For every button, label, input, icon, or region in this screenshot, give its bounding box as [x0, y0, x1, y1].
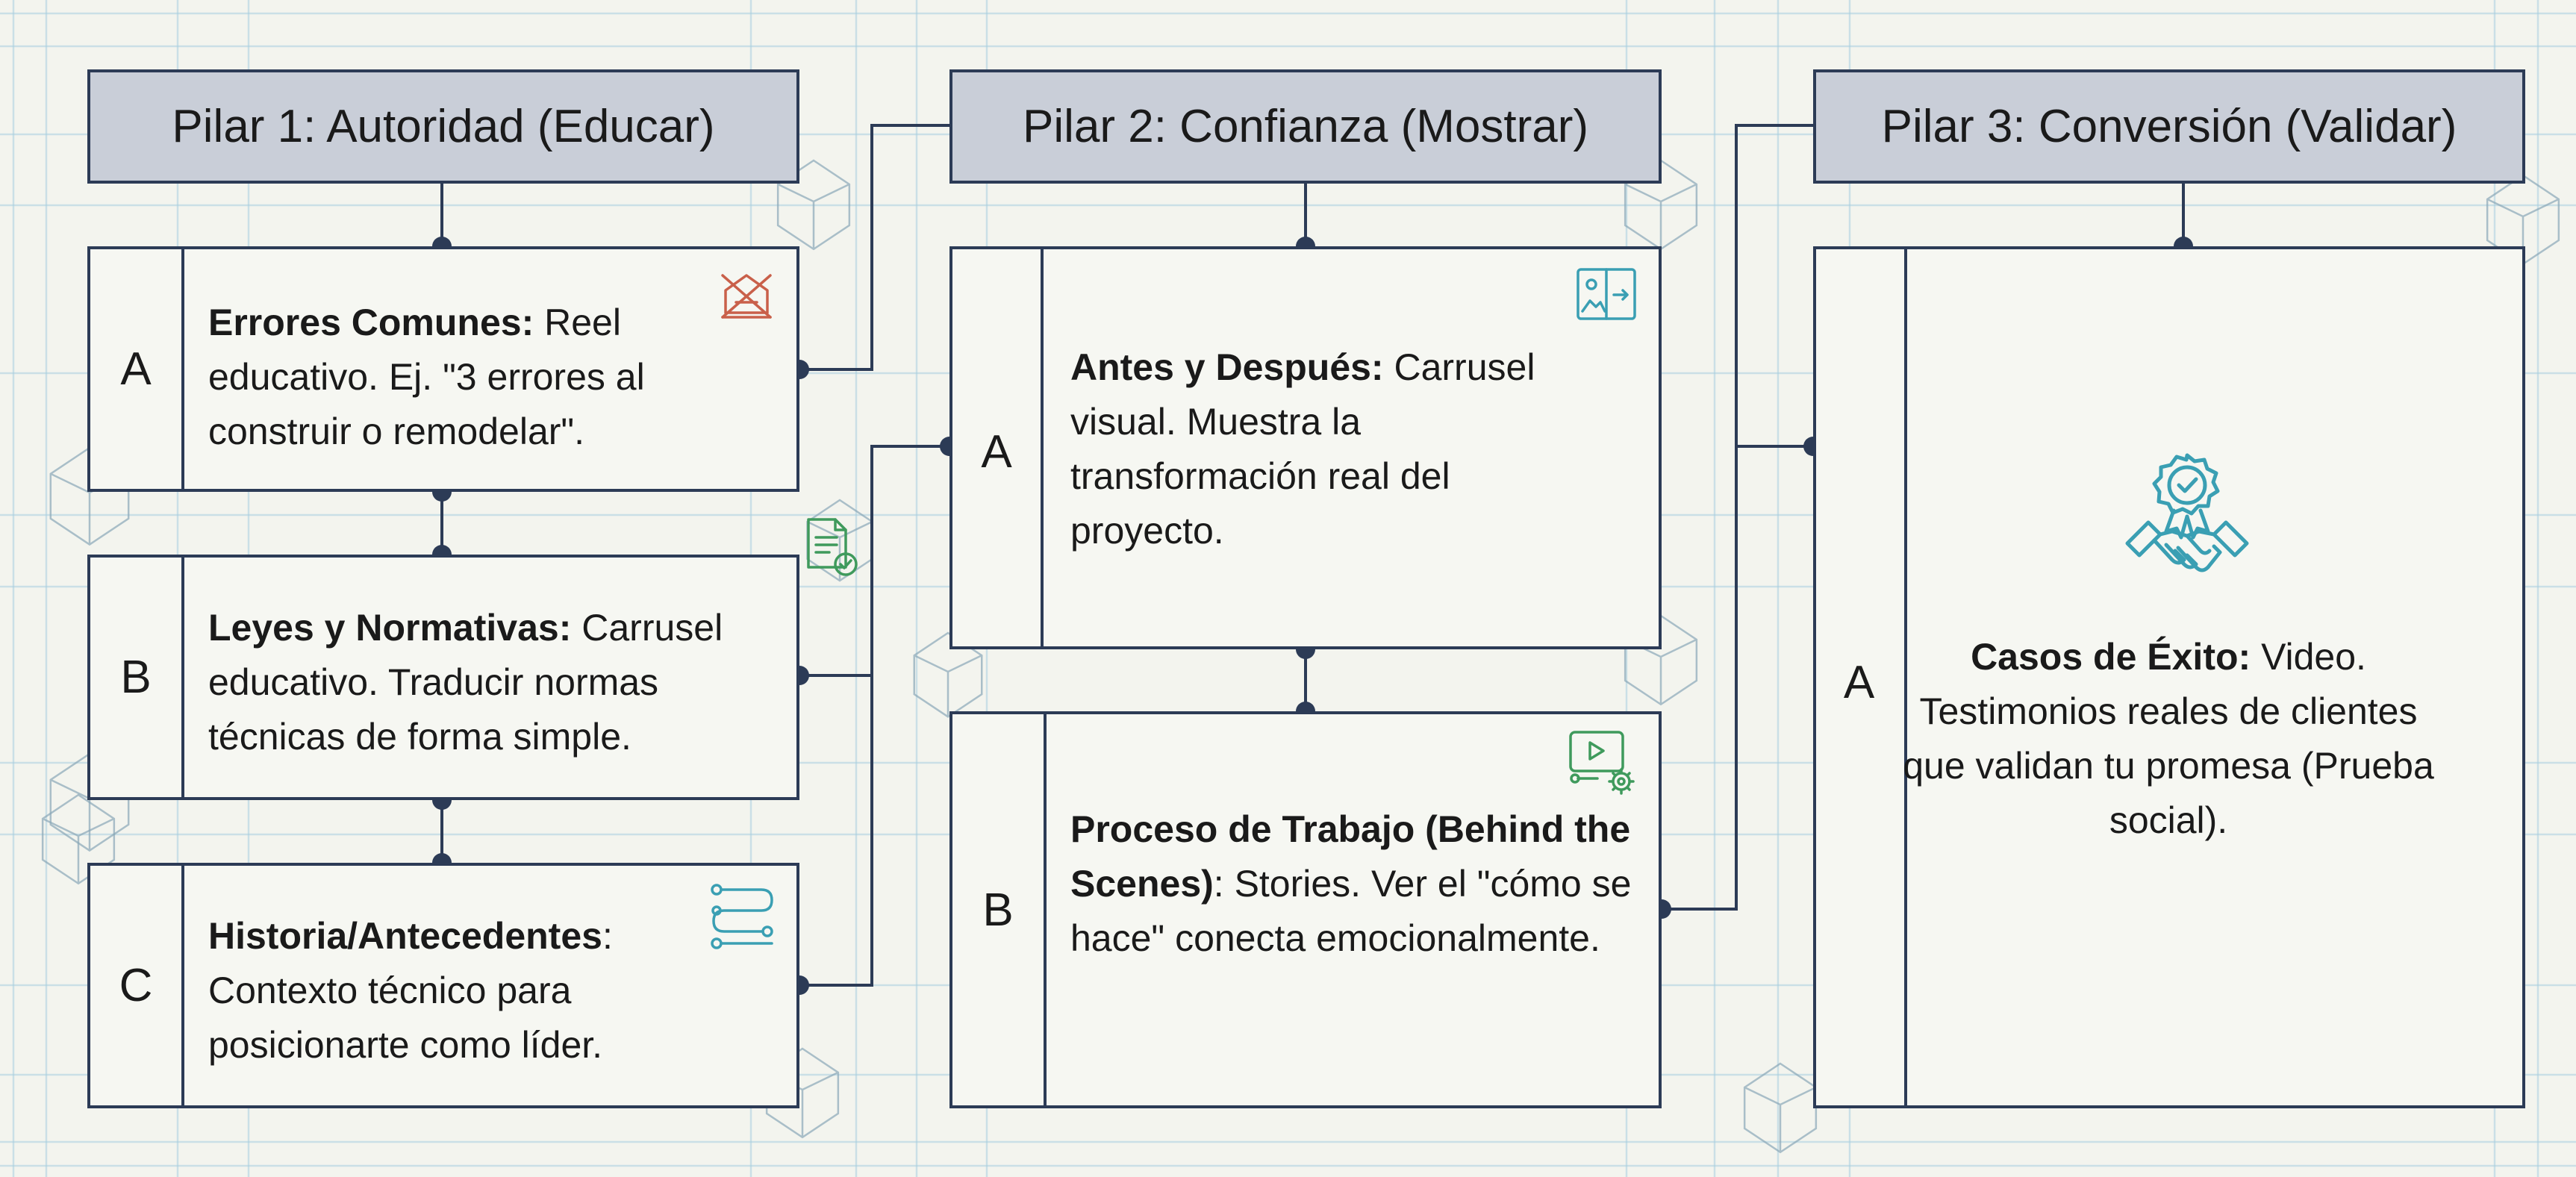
item-description: Proceso de Trabajo (Behind the Scenes): … — [1070, 802, 1638, 966]
item-body: : Stories. Ver el "cómo se hace" conecta… — [1070, 863, 1632, 959]
no-crossed-house-icon — [721, 274, 772, 319]
connector-1a-to-header-2 — [799, 124, 949, 371]
item-title: Leyes y Normativas: — [208, 607, 572, 649]
item-body: Carrusel educativo. Traducir normas técn… — [208, 607, 723, 758]
item-letter: A — [1843, 657, 1875, 708]
connector-2b-to-header-3 — [1662, 124, 1813, 911]
pillar-1-item-c: C Historia/Antecedentes: Contexto técnic… — [87, 863, 799, 1108]
item-title: Casos de Éxito: — [1971, 636, 2251, 678]
before-after-image-icon — [1577, 268, 1636, 320]
document-check-icon — [807, 518, 858, 576]
pillar-3-header: Pilar 3: Conversión (Validar) — [1813, 69, 2525, 184]
item-body: Video. Testimonios reales de clientes qu… — [1903, 636, 2434, 841]
connector-1c-to-2a — [799, 446, 873, 987]
pillar-2-header: Pilar 2: Confianza (Mostrar) — [949, 69, 1662, 184]
column-divider — [1904, 249, 1907, 1105]
item-title: Historia/Antecedentes — [208, 915, 602, 957]
item-description: Casos de Éxito: Video. Testimonios reale… — [1900, 630, 2437, 848]
item-letter: B — [952, 714, 1047, 1105]
decorative-cube — [776, 159, 851, 251]
pillar-1-item-b: B Leyes y Normativas: Carrusel educativo… — [87, 555, 799, 800]
item-letter: A — [952, 249, 1044, 646]
pillar-3-item-a: A Casos de Éxito: Video. Testimonios rea… — [1813, 246, 2525, 1108]
video-settings-icon — [1569, 731, 1635, 795]
item-description: Historia/Antecedentes: Contexto técnico … — [208, 909, 693, 1073]
item-title: Antes y Después: — [1070, 346, 1384, 388]
item-body: Carrusel visual. Muestra la transformaci… — [1070, 346, 1535, 552]
item-body: Reel educativo. Ej. "3 errores al constr… — [208, 302, 645, 452]
pillar-1-item-a: A Errores Comunes: Reel educativo. Ej. "… — [87, 246, 799, 492]
item-letter: B — [90, 558, 184, 797]
timeline-path-icon — [711, 884, 773, 949]
pillar-3-title: Pilar 3: Conversión (Validar) — [1881, 101, 2457, 152]
item-description: Errores Comunes: Reel educativo. Ej. "3 … — [208, 296, 746, 459]
item-description: Antes y Después: Carrusel visual. Muestr… — [1070, 340, 1608, 558]
pillar-2-item-b: B Proceso de Trabajo (Behind the Scenes)… — [949, 711, 1662, 1108]
item-description: Leyes y Normativas: Carrusel educativo. … — [208, 601, 783, 764]
item-letter: C — [90, 866, 184, 1105]
item-letter: A — [90, 249, 184, 489]
item-title: Proceso de Trabajo (Behind the Scenes) — [1070, 808, 1631, 905]
item-body: : Contexto técnico para posicionarte com… — [208, 915, 613, 1066]
item-title: Errores Comunes: — [208, 302, 534, 343]
pillar-2-item-a: A Antes y Después: Carrusel visual. Mues… — [949, 246, 1662, 649]
award-handshake-icon — [2125, 453, 2249, 572]
pillar-1-title: Pilar 1: Autoridad (Educar) — [172, 101, 715, 152]
decorative-cube — [913, 631, 983, 718]
pillar-2-title: Pilar 2: Confianza (Mostrar) — [1022, 101, 1589, 152]
decorative-cube — [41, 793, 116, 885]
pillar-1-header: Pilar 1: Autoridad (Educar) — [87, 69, 799, 184]
